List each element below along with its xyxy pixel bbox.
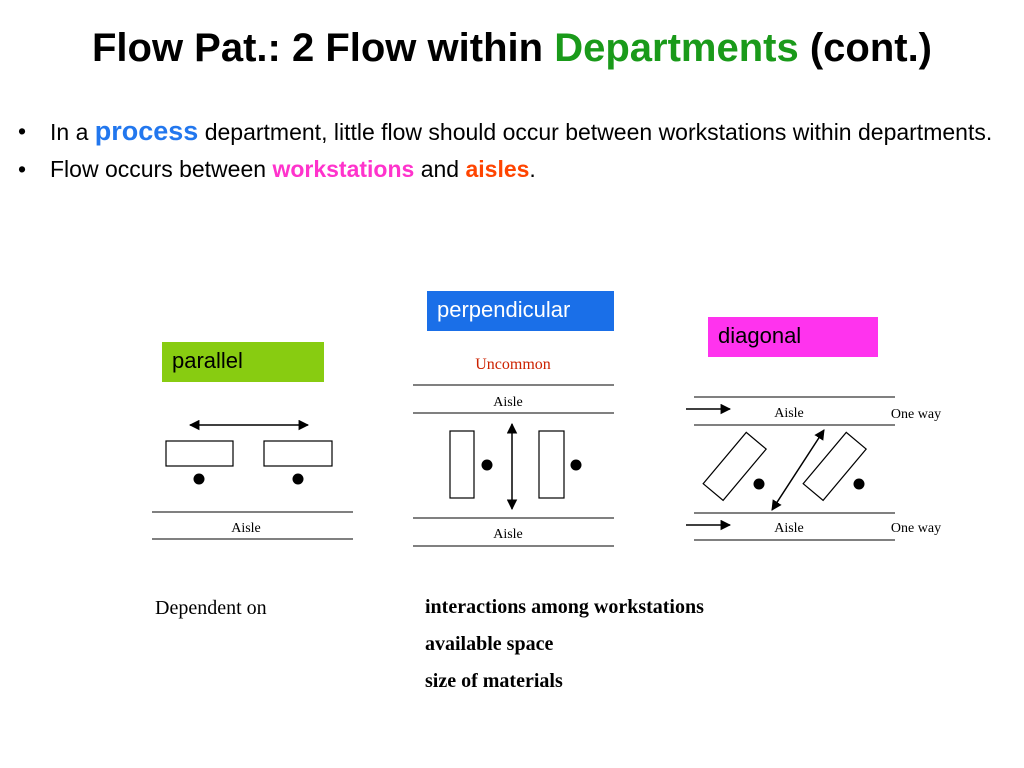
operator-dot bbox=[193, 473, 205, 485]
dependency-list: interactions among workstations availabl… bbox=[425, 589, 704, 700]
workstation-rect bbox=[802, 431, 868, 502]
aisle-label: Aisle bbox=[231, 521, 261, 536]
aisles-keyword: aisles bbox=[465, 156, 530, 182]
workstations-keyword: workstations bbox=[272, 156, 415, 182]
workstation-rect bbox=[263, 440, 333, 467]
title-suffix: (cont.) bbox=[798, 26, 933, 70]
bullet-text: Flow occurs between bbox=[50, 156, 273, 182]
diagonal-label: diagonal bbox=[708, 317, 878, 357]
aisle-label-bottom: Aisle bbox=[493, 527, 523, 542]
perpendicular-diagram: Uncommon Aisle Aisle bbox=[413, 356, 614, 547]
dependency-item: available space bbox=[425, 633, 554, 655]
aisle-label-bottom: Aisle bbox=[774, 521, 804, 536]
operator-dot bbox=[853, 478, 865, 490]
workstation-rect bbox=[165, 440, 234, 467]
diagonal-flow-arrow bbox=[771, 429, 825, 511]
uncommon-note: Uncommon bbox=[475, 356, 551, 373]
operator-dot bbox=[292, 473, 304, 485]
dependency-item: interactions among workstations bbox=[425, 596, 704, 618]
bullet-item-process: • In a process department, little flow s… bbox=[18, 116, 1008, 148]
workstation-rect bbox=[702, 431, 768, 502]
workstation-rect bbox=[449, 430, 475, 499]
operator-dot bbox=[753, 478, 765, 490]
process-keyword: process bbox=[94, 116, 199, 146]
one-way-label-bottom: One way bbox=[891, 521, 941, 536]
perpendicular-label: perpendicular bbox=[427, 291, 614, 331]
bullet-marker: • bbox=[18, 118, 27, 144]
title-prefix: Flow Pat.: 2 Flow within bbox=[91, 26, 555, 70]
bullet-marker: • bbox=[18, 156, 27, 182]
parallel-diagram: Aisle bbox=[152, 419, 353, 540]
operator-dot bbox=[570, 459, 582, 471]
parallel-label: parallel bbox=[162, 342, 324, 382]
bullet-item-flow: • Flow occurs between workstations and a… bbox=[18, 154, 1008, 185]
bullet-text: In a bbox=[50, 119, 95, 145]
bullet-text: . bbox=[529, 156, 536, 182]
bullet-list: • In a process department, little flow s… bbox=[18, 116, 1008, 191]
title-highlight: Departments bbox=[554, 26, 799, 70]
aisle-label-top: Aisle bbox=[493, 395, 523, 410]
bullet-text: and bbox=[414, 156, 466, 182]
operator-dot bbox=[481, 459, 493, 471]
diagonal-diagram: Aisle One way Aisle One way bbox=[686, 396, 941, 541]
workstation-rect bbox=[538, 430, 565, 499]
dependent-on-label: Dependent on bbox=[155, 597, 267, 619]
slide-title: Flow Pat.: 2 Flow within Departments (co… bbox=[0, 22, 1024, 74]
one-way-label-top: One way bbox=[891, 407, 941, 422]
bullet-text: department, little flow should occur bet… bbox=[198, 119, 993, 145]
aisle-label-top: Aisle bbox=[774, 406, 804, 421]
dependency-item: size of materials bbox=[425, 670, 563, 692]
